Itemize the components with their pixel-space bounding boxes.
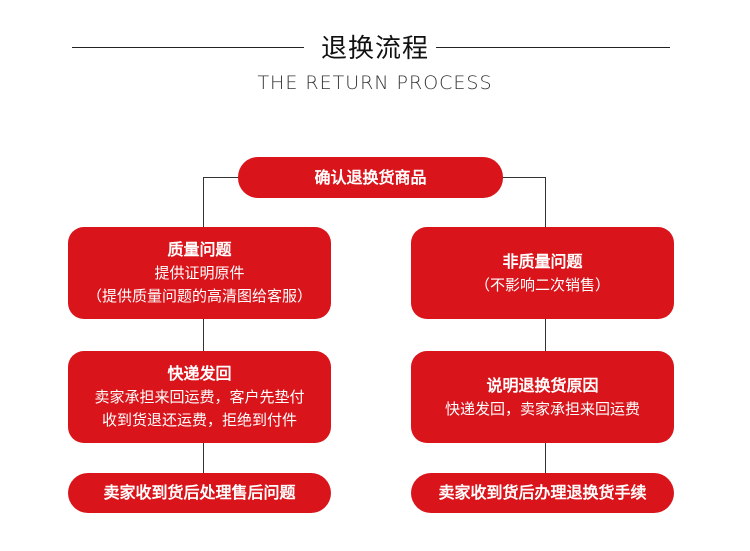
step-root-label: 确认退换货商品: [314, 167, 427, 187]
connector-left-1: [203, 318, 204, 352]
express-return-left-line2: 收到货退还运费，拒绝到付件: [101, 411, 297, 429]
connector-root-left-h: [203, 177, 241, 178]
express-return-left-line1: 卖家承担来回运费，客户先垫付: [94, 388, 305, 406]
non-quality-issue-title: 非质量问题: [502, 251, 583, 271]
quality-issue-line2: （提供质量问题的高清图给客服）: [86, 287, 312, 305]
connector-right-1: [545, 318, 546, 352]
explain-reason-title: 说明退换货原因: [486, 375, 599, 395]
quality-issue-title: 质量问题: [167, 240, 232, 259]
connector-root-right-v: [545, 177, 546, 229]
step-root: 确认退换货商品: [238, 157, 503, 198]
non-quality-issue-line1: （不影响二次销售）: [474, 275, 610, 294]
page-subtitle: THE RETURN PROCESS: [257, 72, 493, 94]
page-title: 退换流程: [320, 34, 429, 64]
explain-reason-line1: 快递发回，卖家承担来回运费: [444, 399, 640, 418]
final-right-label: 卖家收到货后办理退换货手续: [438, 483, 647, 502]
step-non-quality-issue: 非质量问题 （不影响二次销售）: [411, 227, 674, 319]
step-quality-issue: 质量问题 提供证明原件 （提供质量问题的高清图给客服）: [68, 227, 331, 319]
step-express-return-left: 快递发回 卖家承担来回运费，客户先垫付 收到货退还运费，拒绝到付件: [68, 351, 331, 443]
quality-issue-line1: 提供证明原件: [154, 264, 245, 282]
connector-root-right-h: [500, 177, 545, 178]
connector-root-left-v: [203, 177, 204, 229]
title-rule-right: [436, 47, 670, 48]
step-final-left: 卖家收到货后处理售后问题: [68, 473, 331, 513]
express-return-left-title: 快递发回: [167, 364, 232, 383]
final-left-label: 卖家收到货后处理售后问题: [103, 483, 296, 502]
connector-left-2: [203, 442, 204, 474]
step-final-right: 卖家收到货后办理退换货手续: [411, 473, 674, 513]
step-explain-reason: 说明退换货原因 快递发回，卖家承担来回运费: [411, 351, 674, 443]
title-rule-left: [72, 47, 304, 48]
connector-right-2: [545, 442, 546, 474]
